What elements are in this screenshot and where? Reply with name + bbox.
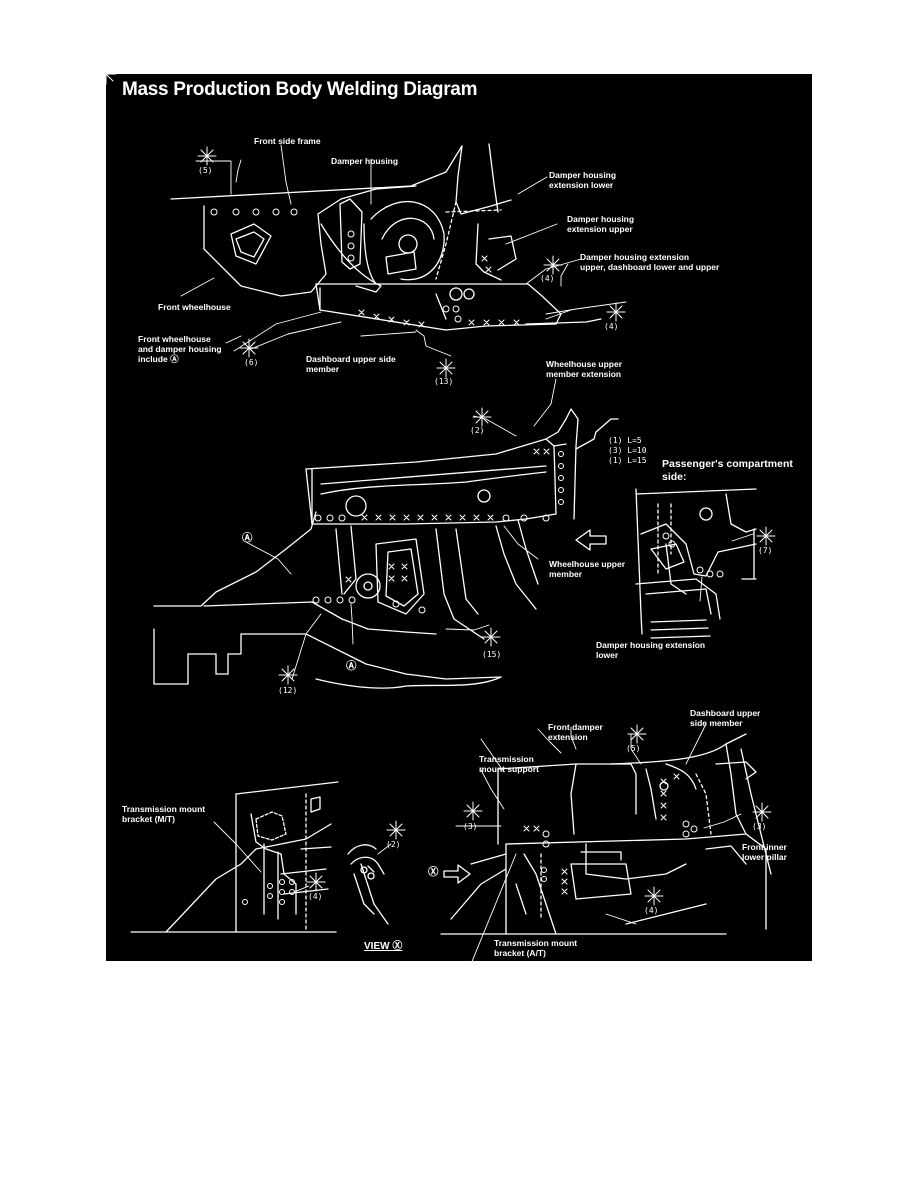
weld-star-c5 [436, 358, 456, 378]
leader-lines [180, 144, 754, 961]
label-front-wheelhouse-and-damper-housing: Front wheelhouse and damper housing incl… [138, 334, 222, 364]
weld-count-passenger-side: (7) [758, 546, 773, 555]
marker-a-upper: Ⓐ [242, 532, 253, 544]
arrow-to-passenger-view [575, 529, 607, 551]
weld-count-at-bracket: (4) [644, 906, 659, 915]
weld-count-front-inner-pillar: (3) [752, 822, 767, 831]
welding-diagram-drawing [106, 74, 776, 961]
weld-star-c15 [644, 886, 664, 906]
weld-count-front-side-frame: (5) [198, 166, 213, 175]
label-damper-housing-extension-lower-2: Damper housing extension lower [596, 640, 706, 660]
weld-count-view-x: (2) [386, 840, 401, 849]
label-dashboard-upper-side-member-2: Dashboard upper side member [690, 708, 761, 728]
label-front-inner-lower-pillar: Front inner lower pillar [742, 842, 787, 862]
view-x-detail [347, 844, 389, 925]
bottom-left-assembly [130, 781, 339, 933]
weld-count-trans-mount-support: (3) [463, 822, 478, 831]
weld-star-c6 [472, 407, 492, 427]
weld-star-c8 [481, 627, 501, 647]
diagram-title: Mass Production Body Welding Diagram [122, 79, 478, 100]
weld-count-front-damper-ext: (5) [626, 744, 641, 753]
label-passengers-compartment-side: Passenger's compartment side: [662, 458, 793, 483]
top-assembly [170, 143, 602, 331]
bottom-right-assembly [440, 733, 772, 935]
weld-star-c4 [239, 338, 259, 358]
middle-assembly [153, 408, 579, 689]
weld-star-c3 [606, 302, 626, 322]
label-front-wheelhouse: Front wheelhouse [158, 302, 231, 312]
weld-star-c10 [627, 724, 647, 744]
weld-star-c14 [306, 872, 326, 892]
weld-count-front-lower: (12) [278, 686, 298, 695]
weld-star-c13 [386, 820, 406, 840]
weld-count-mt-bracket: (4) [308, 892, 323, 901]
weld-count-damper-ext-upper: (4) [540, 274, 555, 283]
arrow-view-x [443, 864, 471, 884]
weld-count-dashboard-right: (4) [604, 322, 619, 331]
label-damper-housing-extension-lower: Damper housing extension lower [549, 170, 617, 190]
label-damper-housing-extension-upper: Damper housing extension upper [567, 214, 635, 234]
label-front-damper-extension: Front damper extension [548, 722, 603, 742]
label-front-side-frame: Front side frame [254, 136, 321, 146]
weld-star-c9 [278, 665, 298, 685]
weld-count-wheelhouse-upper-ext: (2) [470, 426, 485, 435]
marker-a-lower: Ⓐ [346, 660, 357, 672]
weld-star-c12 [752, 802, 772, 822]
weld-symbol-stars [106, 74, 117, 85]
label-damper-housing: Damper housing [331, 156, 399, 166]
label-transmission-mount-bracket-at: Transmission mount bracket (A/T) [494, 938, 578, 958]
label-dashboard-upper-side-member: Dashboard upper side member [306, 354, 396, 374]
legend-bracket [575, 418, 619, 450]
label-damper-housing-ext-upper-dashboard: Damper housing extension upper, dashboar… [580, 252, 720, 272]
passenger-side-inset [635, 488, 757, 639]
marker-x: Ⓧ [428, 866, 439, 878]
weld-star-c1 [197, 146, 217, 166]
weld-count-wheelhouse-lower: (15) [482, 650, 502, 659]
diagram-panel: Mass Production Body Welding Diagram Fro… [106, 74, 812, 961]
weld-star-c11 [463, 801, 483, 821]
weld-star-c7 [756, 526, 776, 546]
weld-count-wheelhouse-damper: (6) [244, 358, 259, 367]
label-wheelhouse-upper-member-extension: Wheelhouse upper member extension [546, 359, 623, 379]
label-transmission-mount-support: Transmission mount support [479, 754, 539, 774]
weld-star-c2 [543, 255, 563, 275]
label-transmission-mount-bracket-mt: Transmission mount bracket (M/T) [122, 804, 206, 824]
spot-length-legend: (1) L=5 (3) L=10 (1) L=15 [608, 436, 647, 465]
weld-count-dashboard-upper-side: (13) [434, 377, 454, 386]
label-view-x: VIEW Ⓧ [364, 941, 403, 952]
label-wheelhouse-upper-member: Wheelhouse upper member [549, 559, 626, 579]
